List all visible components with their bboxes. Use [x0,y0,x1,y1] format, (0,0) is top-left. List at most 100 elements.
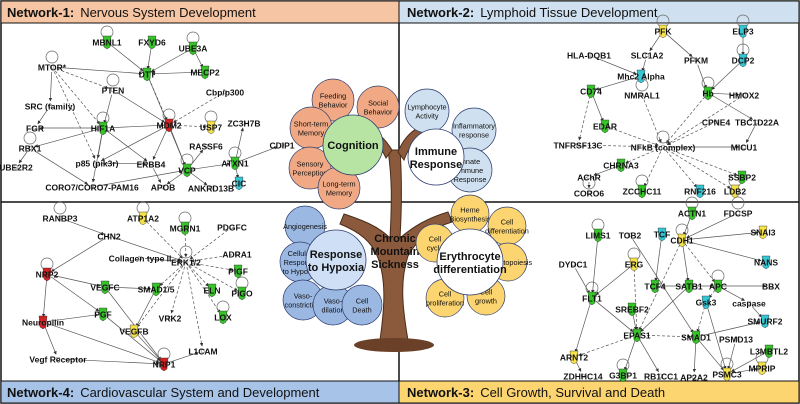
petal-label-line: to Hypoxia [283,267,318,276]
net1-self-loop [23,131,37,145]
net2-edge [593,56,637,75]
node-shape [586,174,592,180]
net1-edge [37,109,48,125]
net4-node-vegfr: Vegf Receptor [29,355,87,365]
node-shape [98,121,108,136]
node-shape [629,257,639,272]
node-shape [713,119,719,125]
petal-label-line: Memory [298,129,325,138]
node-shape [757,361,767,376]
node-label: RBX1 [19,144,42,154]
net1-edge [166,172,184,185]
net2-node-hladqb1: HLA-DQB1 [567,51,611,61]
net4-edge [106,316,161,362]
petal-label-line: differentiation [485,227,529,236]
node-label: ZDHHC14 [563,372,602,382]
net1-node-cbp: Cbp/p300 [206,88,245,98]
net3-node-actn1: ACTN1 [678,206,707,221]
net4-edge [109,286,152,291]
net4-node-smad15: SMAD1/5 [138,282,175,297]
net1-node-usp7: USP7 [200,120,222,135]
node-label: MTOR* [38,63,67,73]
net2-node-ldb2: LDB2 [724,184,746,199]
petal-label: Vaso-dilation [321,297,344,315]
node-shape [735,210,741,216]
node-shape [741,92,747,98]
center-label-line: Response [410,159,463,171]
node-shape [754,119,760,125]
net1-edge [170,129,186,166]
node-shape [677,233,687,248]
net2-node-cpne4: CPNE4 [702,118,731,128]
node-shape [701,295,711,310]
net2-edge [643,151,662,187]
net2-edge [666,97,740,145]
net4-edge [188,265,221,314]
center-label-line: to Hypoxia [308,262,365,274]
net2-node-elp3: ELP3 [732,24,754,39]
net1-edge [53,71,96,159]
net4-edge [189,265,209,287]
node-label: CDH1 [670,236,693,246]
node-label: ACTN1 [678,209,707,219]
net3-edge [696,306,705,333]
net3-node-mprip: MPRIP [749,361,776,376]
node-label: SMAD1 [681,333,711,343]
net1-edge [101,126,165,162]
net1-edge [107,123,165,129]
net2-node-hmox2: HMOX2 [729,91,760,101]
net3-node-fdcsp: FDCSP [724,209,753,219]
net1-edge [190,172,208,186]
node-shape [160,184,166,190]
net4-node-l1cam: L1CAM [188,347,217,357]
node-label: CIC [232,179,247,189]
net3-node-rb1cc1: RB1CC1 [644,372,678,382]
network-1-header: Network-1:Nervous System Development [0,0,400,24]
node-label: AP2A2 [680,373,708,383]
net1-edge [34,128,99,148]
net4-edge [190,262,234,272]
net1-edge [146,46,152,70]
net1-node-ankrd13b: ANKRD13B [188,184,234,194]
net1-edge [194,52,204,68]
net4-node-vegfc: VEGFC [90,280,120,295]
node-shape [580,373,586,379]
node-shape [207,283,217,298]
node-label: NRP1 [153,360,176,370]
net1-node-p85: p85 (pik3r) [76,159,119,169]
net1-edge [18,151,28,164]
node-label: SSBP2 [728,173,756,183]
center-shape [436,228,504,296]
node-shape [229,224,235,230]
net2-edge [665,150,698,188]
center-shape [407,128,465,186]
net3-node-smad1: SMAD1 [681,330,711,345]
node-shape [182,163,192,178]
node-label: FLT1 [582,294,602,304]
net1-node-mecp2: MECP2 [190,65,220,80]
net2-node-nmral1: NMRAL1 [624,91,660,101]
petal-label-line: Heme [460,206,479,215]
net2-node-tnfrsf13c: TNFRSF13C [553,141,602,151]
net3-edge [686,214,734,239]
network-1-name: Network-1: [7,5,74,20]
net3-node-snai3: SNAI3 [750,225,776,240]
node-label: ERK1/2 [171,258,201,268]
node-shape [110,87,116,93]
petal-label-line: Sensory [297,160,324,169]
net3-edge [682,244,690,282]
net1-edge [54,70,101,125]
node-shape [658,373,664,379]
net3-edge [632,313,638,331]
net4-node-pigf: PlGF [228,264,248,279]
net3-edge [708,289,716,299]
net3-edge [752,306,762,318]
node-label: NRP2 [36,270,59,280]
node-label: ATP1A2 [127,214,159,224]
node-label: FGR [26,124,44,134]
net3-edge [595,300,634,333]
net3-edge [575,268,590,294]
